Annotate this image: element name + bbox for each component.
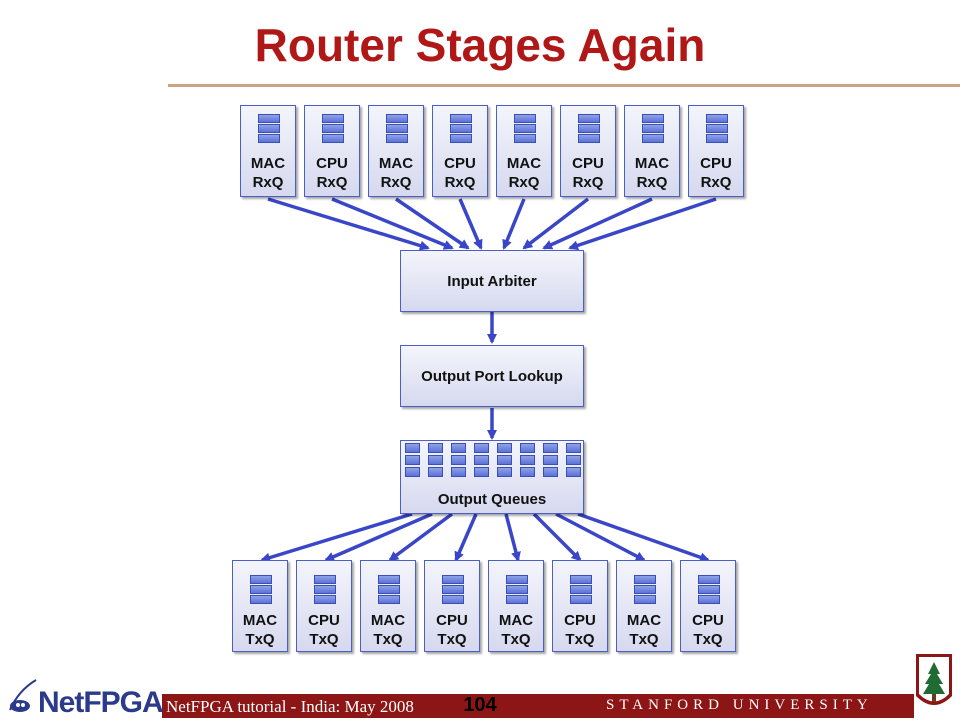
queue-icon	[442, 575, 464, 605]
queue-icon	[566, 443, 581, 481]
queue-icon	[314, 575, 336, 605]
queue-icon	[698, 575, 720, 605]
queue-icon	[642, 114, 664, 144]
queue-icon	[451, 443, 466, 481]
queue-icon	[514, 114, 536, 144]
title-divider	[168, 84, 960, 87]
queue-icon	[474, 443, 489, 481]
university-name: STANFORD UNIVERSITY	[606, 697, 873, 713]
queue-icon	[405, 443, 420, 481]
footer-bar	[162, 694, 914, 718]
output-queues-box: Output Queues	[400, 440, 584, 514]
queues-to-tx-arrows	[260, 512, 710, 563]
output-port-lookup-box: Output Port Lookup	[400, 345, 584, 407]
queue-icon	[258, 114, 280, 144]
queue-icon	[386, 114, 408, 144]
queue-icon	[570, 575, 592, 605]
rx-to-arbiter-arrows	[267, 197, 717, 251]
queue-icon	[450, 114, 472, 144]
queue-icon	[634, 575, 656, 605]
output-queues-label: Output Queues	[437, 491, 547, 508]
stanford-seal-icon	[916, 654, 952, 705]
slide-title: Router Stages Again	[254, 19, 706, 71]
queue-icon	[543, 443, 558, 481]
queue-icon	[250, 575, 272, 605]
netfpga-logo-icon	[9, 679, 37, 712]
input-arbiter-label: Input Arbiter	[447, 273, 537, 290]
netfpga-logo-text: NetFPGA	[38, 686, 164, 719]
queue-icon	[378, 575, 400, 605]
queue-icon	[520, 443, 535, 481]
output-port-lookup-label: Output Port Lookup	[421, 368, 563, 385]
queue-icon	[706, 114, 728, 144]
queue-icon	[497, 443, 512, 481]
output-queue-icons	[405, 443, 581, 483]
footer-text: NetFPGA tutorial - India: May 2008	[166, 697, 414, 716]
input-arbiter-box: Input Arbiter	[400, 250, 584, 312]
page-number: 104	[463, 694, 497, 716]
queue-icon	[578, 114, 600, 144]
queue-icon	[322, 114, 344, 144]
queue-icon	[428, 443, 443, 481]
queue-icon	[506, 575, 528, 605]
